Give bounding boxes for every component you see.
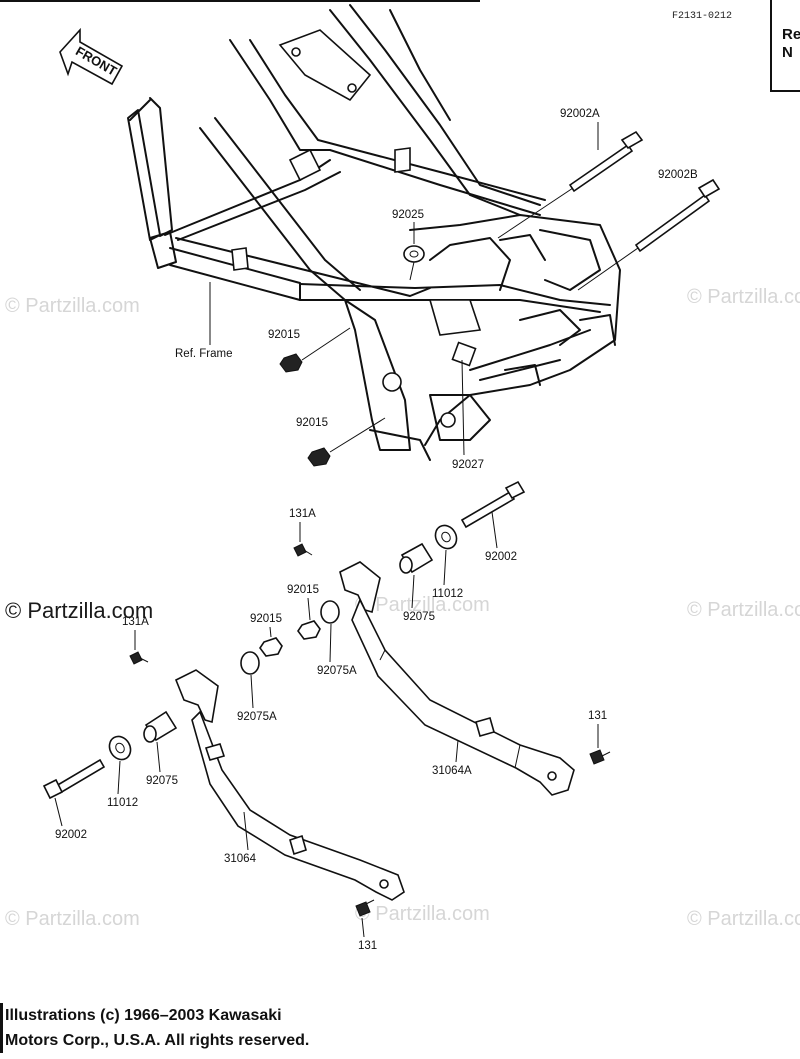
front-arrow-icon: FRONT (59, 27, 124, 86)
part-label-92002B: 92002B (658, 169, 698, 181)
collar-11012-left[interactable] (105, 733, 134, 764)
part-label-92015-lower: 92015 (296, 417, 328, 429)
part-label-31064A: 31064A (432, 765, 472, 777)
part-label-92015-upper: 92015 (268, 329, 300, 341)
watermark: © Partzilla.com (355, 903, 490, 925)
bolt-131A-left[interactable] (129, 651, 149, 665)
part-label-92015-c: 92015 (287, 584, 319, 596)
ref-frame-label: Ref. Frame (175, 348, 233, 360)
copyright-line-1: Illustrations (c) 1966–2003 Kawasaki (5, 1007, 282, 1024)
copyright-footer: Illustrations (c) 1966–2003 Kawasaki Mot… (0, 1003, 425, 1053)
part-label-92027: 92027 (452, 459, 484, 471)
bolt-92002-left[interactable] (42, 758, 106, 800)
bolt-92002A[interactable] (497, 130, 644, 239)
bracket-31064A[interactable] (339, 561, 575, 796)
rubber-92075A-left[interactable] (240, 651, 260, 675)
watermarks: © Partzilla.com © Partzilla.com © Partzi… (5, 286, 800, 930)
watermark: © Partzilla.com (355, 594, 490, 616)
nut-92015-d[interactable] (259, 637, 283, 657)
part-label-131A-left: 131A (122, 616, 149, 628)
part-label-92015-d: 92015 (250, 613, 282, 625)
part-label-92002A: 92002A (560, 108, 600, 120)
watermark: © Partzilla.com (5, 295, 140, 317)
corner-tab-line-2: N (782, 44, 793, 61)
bolt-131A-top[interactable] (293, 543, 313, 557)
part-label-11012-left: 11012 (107, 797, 138, 809)
bolt-92002-right[interactable] (460, 480, 526, 529)
part-label-92002-left: 92002 (55, 829, 87, 841)
washer-92025[interactable] (403, 245, 425, 281)
part-label-131-right: 131 (588, 710, 607, 722)
top-border-line (0, 0, 480, 2)
copyright-line-2: Motors Corp., U.S.A. All rights reserved… (5, 1032, 310, 1049)
part-label-11012-right: 11012 (432, 588, 463, 600)
corner-tab-line-1: Re (782, 26, 800, 43)
part-label-131A-top: 131A (289, 508, 316, 520)
figure-code: F2131-0212 (672, 11, 732, 22)
part-label-92075-right: 92075 (403, 611, 435, 623)
part-label-92075A-left: 92075A (237, 711, 277, 723)
frame-illustration (127, 4, 621, 461)
part-label-92002-right: 92002 (485, 551, 517, 563)
part-label-92075-left: 92075 (146, 775, 178, 787)
part-label-92075A-right: 92075A (317, 665, 357, 677)
nut-92015-lower[interactable] (307, 417, 386, 467)
bracket-31064[interactable] (174, 669, 405, 901)
bolt-131-bottom[interactable] (355, 899, 375, 917)
collar-11012-right[interactable] (431, 522, 460, 553)
watermark: © Partzilla.com (687, 908, 800, 930)
bolt-131-right[interactable] (589, 749, 611, 765)
nut-92015-upper[interactable] (279, 327, 351, 373)
bolt-92002B[interactable] (577, 178, 721, 291)
corner-tab[interactable]: Re N (770, 0, 800, 92)
rubber-92075-right[interactable] (399, 542, 434, 574)
watermark: © Partzilla.com (687, 599, 800, 621)
watermark: © Partzilla.com (687, 286, 800, 308)
watermark: © Partzilla.com (5, 598, 153, 623)
part-label-92025: 92025 (392, 209, 424, 221)
part-label-131-bottom: 131 (358, 940, 377, 952)
nut-92015-c[interactable] (297, 620, 321, 640)
watermark: © Partzilla.com (5, 908, 140, 930)
part-label-31064: 31064 (224, 853, 257, 865)
rubber-92075A-right[interactable] (320, 600, 340, 624)
rubber-92075-left[interactable] (143, 710, 178, 743)
